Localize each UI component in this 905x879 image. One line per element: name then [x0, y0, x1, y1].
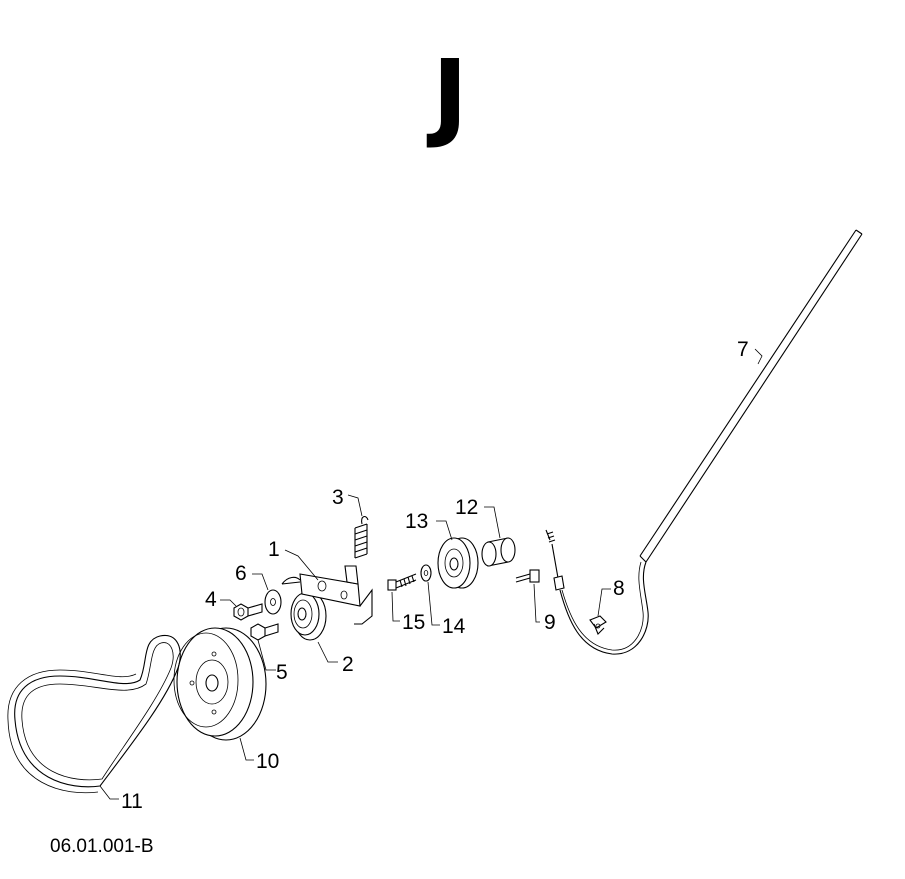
callout-8: 8 — [613, 577, 625, 600]
callout-13: 13 — [405, 510, 428, 533]
bolt-part — [250, 623, 279, 641]
drive-belt-part — [7, 634, 181, 794]
washer-part — [264, 589, 282, 615]
washer-14-part — [420, 564, 432, 582]
hex-nut-part — [233, 603, 263, 621]
cable-clip-part — [589, 615, 607, 635]
drawing-code: 06.01.001-B — [50, 836, 154, 857]
idler-pulley-part — [290, 591, 327, 641]
callout-14: 14 — [442, 615, 466, 638]
leader-lines — [99, 348, 763, 800]
bolt-15-part — [387, 573, 417, 591]
section-title: J — [426, 39, 468, 151]
tension-spring-part — [354, 515, 369, 559]
callout-5: 5 — [276, 661, 288, 684]
spacer-part — [481, 537, 516, 567]
large-pulley-part — [173, 627, 267, 741]
callout-1: 1 — [268, 538, 280, 561]
callout-6: 6 — [235, 562, 247, 585]
callout-2: 2 — [342, 653, 354, 676]
callout-4: 4 — [205, 588, 217, 611]
callout-10: 10 — [256, 750, 279, 773]
callout-12: 12 — [455, 496, 478, 519]
callout-15: 15 — [402, 611, 425, 634]
callout-11: 11 — [121, 790, 143, 813]
callout-9: 9 — [544, 611, 556, 634]
callout-7: 7 — [737, 338, 749, 361]
flat-idler-part — [437, 537, 479, 589]
shoulder-bolt-part — [515, 569, 540, 583]
callout-3: 3 — [332, 486, 344, 509]
control-cable-part — [545, 229, 863, 655]
idler-bracket-part — [281, 565, 373, 625]
